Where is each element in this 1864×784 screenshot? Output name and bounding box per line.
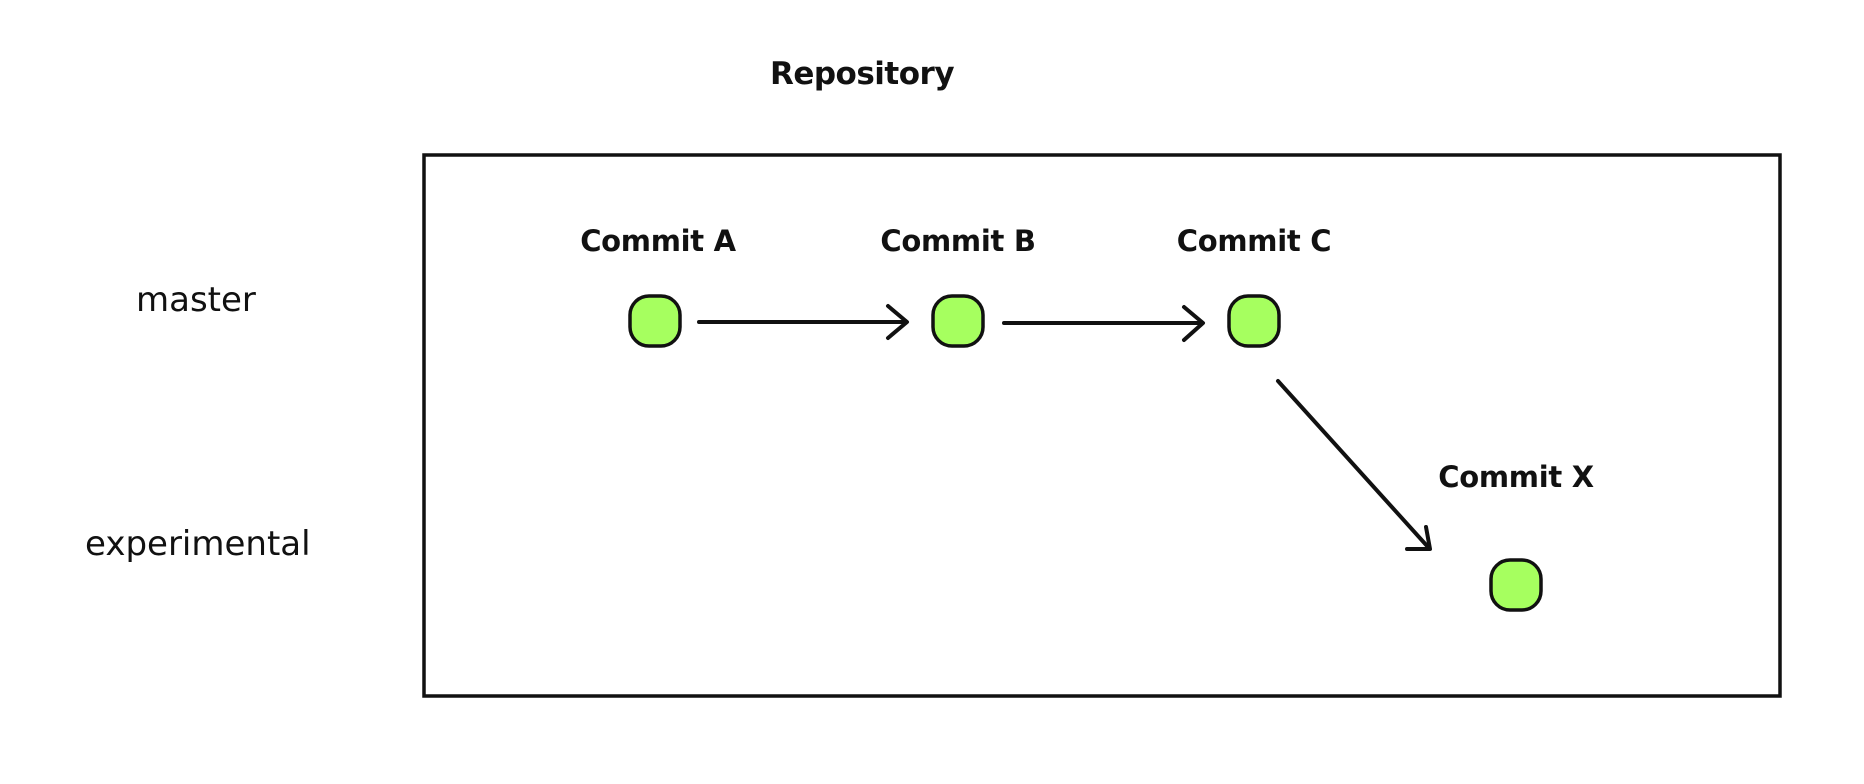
diagram-title: Repository bbox=[769, 56, 955, 92]
edge-b-to-c bbox=[1002, 305, 1205, 342]
edge-c-to-x bbox=[1276, 379, 1432, 551]
commit-label-a: Commit A bbox=[580, 224, 736, 258]
commit-node-x bbox=[1489, 558, 1543, 612]
branch-label-master: master bbox=[136, 280, 256, 320]
commit-node-b bbox=[931, 294, 985, 348]
commit-label-c: Commit C bbox=[1176, 224, 1332, 258]
repository-frame bbox=[422, 153, 1782, 698]
edge-a-to-b bbox=[697, 304, 909, 340]
commit-node-c bbox=[1227, 294, 1281, 348]
commit-label-x: Commit X bbox=[1438, 460, 1594, 494]
commit-node-a bbox=[628, 294, 682, 348]
commit-label-b: Commit B bbox=[880, 224, 1036, 258]
branch-label-experimental: experimental bbox=[85, 524, 311, 564]
